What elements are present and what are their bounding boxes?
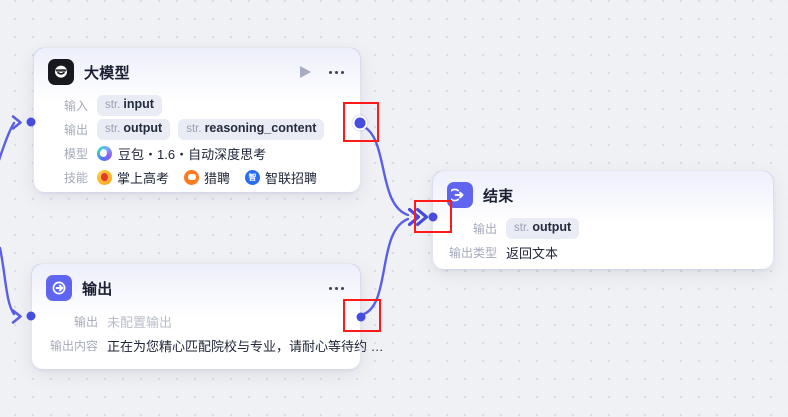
bot-icon: [48, 59, 74, 85]
output-output-row: 输出 未配置输出: [46, 309, 346, 333]
edge-llm-to-end[interactable]: [358, 123, 410, 217]
zhilian-zhaopin-icon: 智: [245, 169, 261, 185]
node-output-header: 输出: [32, 264, 360, 306]
node-end-title: 结束: [483, 187, 514, 205]
tag-end-output: str.output: [506, 217, 580, 239]
skill-zhangshang-gaokao: 掌上高考: [97, 168, 169, 187]
node-end-body: 输出 str.output 输出类型 返回文本: [433, 213, 773, 276]
node-end-header: 结束: [433, 171, 773, 213]
model-label: 模型: [63, 146, 88, 161]
output-label: 输出: [63, 122, 88, 137]
output-content-row: 输出内容 正在为您精心匹配院校与专业，请耐心等待约 …: [46, 333, 384, 357]
run-node-button[interactable]: [300, 66, 311, 78]
llm-skills-row: 技能 掌上高考 猎聘 智 智联招聘: [48, 165, 346, 189]
zhangshang-gaokao-icon: [97, 169, 112, 185]
end-output-row: 输出 str.output: [447, 216, 759, 240]
output-label: 输出: [73, 314, 98, 329]
skills-label: 技能: [63, 170, 88, 185]
tag-output: str.output: [97, 118, 171, 140]
liepin-icon: [184, 169, 200, 185]
output-label: 输出: [472, 221, 497, 236]
arrowhead-end-input-2: [415, 207, 429, 227]
end-output-type-row: 输出类型 返回文本: [447, 240, 759, 264]
input-label: 输入: [63, 98, 88, 113]
node-llm-header: 大模型: [34, 48, 360, 90]
arrowhead-end-input-1: [407, 207, 421, 227]
arrowhead-output-input: [11, 309, 22, 324]
node-output-title: 输出: [82, 280, 113, 298]
output-type-value: 返回文本: [506, 245, 559, 261]
llm-output-row: 输出 str.output str.reasoning_content: [48, 117, 346, 141]
edge-incoming-output[interactable]: [0, 246, 16, 316]
node-output-body: 输出 未配置输出 输出内容 正在为您精心匹配院校与专业，请耐心等待约 …: [32, 306, 384, 369]
annotation-box-llm-output-port: [343, 102, 379, 142]
output-content-value: 正在为您精心匹配院校与专业，请耐心等待约 …: [107, 338, 384, 354]
edge-incoming-llm[interactable]: [0, 121, 16, 166]
annotation-box-end-input-port: [414, 200, 452, 233]
node-menu-button[interactable]: [327, 283, 346, 294]
output-output-port[interactable]: [356, 312, 366, 322]
node-end[interactable]: 结束 输出 str.output 输出类型 返回文本: [432, 170, 774, 270]
node-llm[interactable]: 大模型 输入 str.input 输出 str.output: [33, 47, 361, 193]
output-content-label: 输出内容: [49, 338, 98, 353]
llm-input-row: 输入 str.input: [48, 93, 346, 117]
node-llm-title: 大模型: [84, 64, 130, 82]
llm-input-port[interactable]: [26, 117, 36, 127]
output-not-configured: 未配置输出: [107, 314, 173, 330]
arrowhead-llm-input: [11, 115, 22, 130]
edge-output-to-end[interactable]: [359, 217, 410, 317]
tag-input: str.input: [97, 94, 162, 116]
node-menu-button[interactable]: [327, 67, 346, 78]
node-llm-body: 输入 str.input 输出 str.output str.reasoning…: [34, 90, 360, 201]
skill-liepin: 猎聘: [184, 168, 230, 187]
end-input-port[interactable]: [428, 212, 438, 222]
model-value: 豆包・1.6・自动深度思考: [118, 146, 267, 162]
output-node-icon: [46, 275, 72, 301]
annotation-box-output-output-port: [343, 299, 381, 332]
node-output[interactable]: 输出 输出 未配置输出 输出内容 正在为您精心匹配院校与专业，请耐心等待约 …: [31, 263, 384, 370]
output-input-port[interactable]: [26, 311, 36, 321]
llm-output-port[interactable]: [352, 115, 368, 131]
output-type-label: 输出类型: [448, 245, 497, 260]
skill-zhilian-zhaopin: 智 智联招聘: [245, 168, 317, 187]
tag-reasoning-content: str.reasoning_content: [178, 118, 325, 140]
doubao-model-icon: [97, 145, 112, 161]
llm-model-row: 模型 豆包・1.6・自动深度思考: [48, 141, 346, 165]
